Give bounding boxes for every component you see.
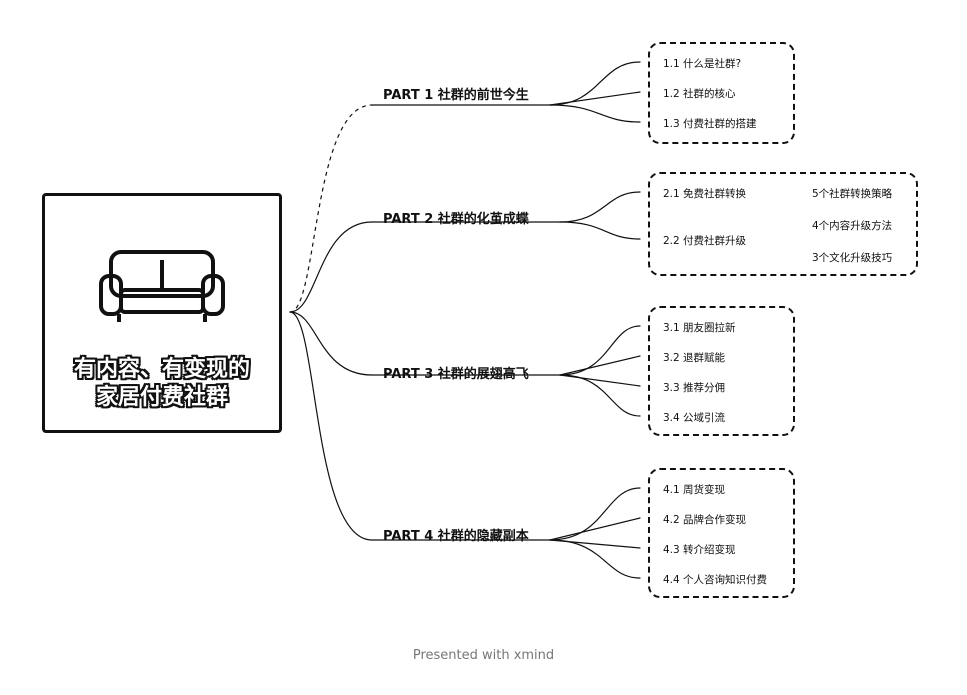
part-2-subtopics — [648, 172, 918, 276]
part-4-topic[interactable]: PART 4 社群的隐藏副本 — [383, 529, 529, 544]
part-4-subtopics — [648, 468, 795, 598]
part-3-subtopics — [648, 306, 795, 436]
subtopic-2-2[interactable]: 2.2 付费社群升级 — [663, 235, 747, 247]
part-2-topic[interactable]: PART 2 社群的化茧成蝶 — [383, 212, 529, 227]
subtopic-2-1[interactable]: 2.1 免费社群转换 — [663, 188, 747, 200]
footer-credit: Presented with xmind — [412, 648, 555, 663]
root-title-line-1: 有内容、有变现的 — [73, 357, 250, 382]
part-1-subtopics — [648, 42, 795, 144]
subtopic-1-3[interactable]: 1.3 付费社群的搭建 — [663, 118, 757, 130]
subtopic-2-2-2[interactable]: 3个文化升级技巧 — [812, 252, 893, 264]
part-1-topic[interactable]: PART 1 社群的前世今生 — [383, 88, 529, 103]
subtopic-2-2-1[interactable]: 4个内容升级方法 — [812, 220, 893, 232]
subtopic-4-1[interactable]: 4.1 周货变现 — [663, 484, 726, 496]
sofa-icon — [99, 250, 225, 322]
subtopic-1-2[interactable]: 1.2 社群的核心 — [663, 88, 736, 100]
subtopic-3-4[interactable]: 3.4 公域引流 — [663, 412, 726, 424]
subtopic-3-3[interactable]: 3.3 推荐分佣 — [663, 382, 726, 394]
subtopic-3-2[interactable]: 3.2 退群赋能 — [663, 352, 726, 364]
root-topic[interactable]: 有内容、有变现的 家居付费社群 — [42, 193, 282, 433]
subtopic-4-3[interactable]: 4.3 转介绍变现 — [663, 544, 736, 556]
subtopic-3-1[interactable]: 3.1 朋友圈拉新 — [663, 322, 736, 334]
subtopic-1-1[interactable]: 1.1 什么是社群? — [663, 58, 742, 70]
subtopic-2-1-1[interactable]: 5个社群转换策略 — [812, 188, 893, 200]
root-title: 有内容、有变现的 家居付费社群 — [45, 356, 279, 412]
subtopic-4-4[interactable]: 4.4 个人咨询知识付费 — [663, 574, 768, 586]
part-3-topic[interactable]: PART 3 社群的展翅高飞 — [383, 367, 529, 382]
root-title-line-2: 家居付费社群 — [95, 385, 228, 410]
subtopic-4-2[interactable]: 4.2 品牌合作变现 — [663, 514, 747, 526]
